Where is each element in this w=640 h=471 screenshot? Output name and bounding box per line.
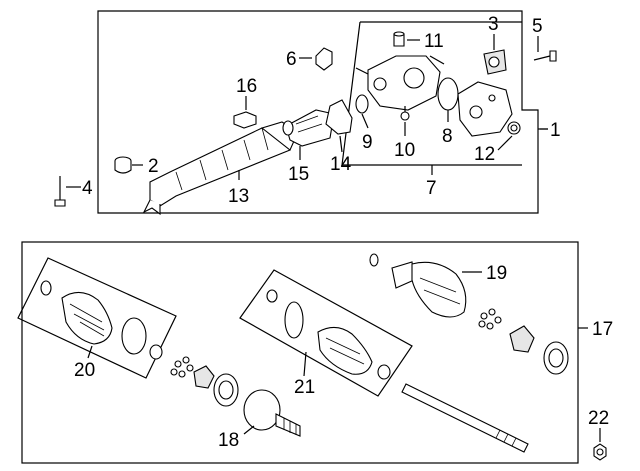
bolt-5-part [533,50,557,62]
outer-race-left-part [213,373,239,407]
assembly-17-frame [21,241,579,464]
callout-21: 21 [294,377,315,398]
plug-11-part [393,31,405,47]
o-ring-9-part [355,94,369,114]
callout-20: 20 [74,360,95,381]
bearing-balls-left [170,356,194,378]
callout-14: 14 [330,154,352,175]
gasket-8-part [437,77,459,111]
callout-7: 7 [426,178,437,199]
top-leader-lines [66,34,548,188]
cv-joint-18-part [243,389,301,437]
assembly-7-frame [341,21,522,166]
callout-2: 2 [148,156,159,177]
callout-13: 13 [228,186,249,207]
callout-16: 16 [236,76,257,97]
cap-part [114,156,132,174]
boot-21-part [266,289,391,380]
callout-8: 8 [442,126,453,147]
callout-22: 22 [588,408,609,429]
callout-15: 15 [288,164,309,185]
callout-18: 18 [218,430,239,451]
callout-17: 17 [592,319,613,340]
boot-20-part [40,280,163,360]
cage-right-part [509,325,535,353]
bolt-10-part [400,106,410,121]
axle-shaft-part [401,383,529,453]
differential-housing-part [355,55,445,111]
housing-15-part [282,109,335,147]
gasket-14-part [325,99,353,135]
callout-10: 10 [394,140,415,161]
bolt-4-part [54,176,66,207]
cv-joint-19-part [369,253,467,318]
nut-22-part [593,443,607,461]
torque-tube-part [142,121,299,216]
mount-3-part [483,49,507,75]
cage-left-part [193,365,215,389]
bottom-leader-lines [87,271,601,442]
callout-19: 19 [486,263,507,284]
callout-11: 11 [424,31,444,52]
callout-6: 6 [286,49,297,70]
callout-9: 9 [362,132,373,153]
callout-1: 1 [550,120,561,141]
bearing-balls-right [478,308,502,330]
outer-race-right-part [543,341,569,375]
kit-21-frame [239,269,413,397]
seal-12-part [507,121,521,135]
callout-5: 5 [532,16,543,37]
callout-12: 12 [474,144,495,165]
differential-cover-part [457,81,513,137]
kit-20-frame [17,257,177,379]
callout-4: 4 [82,178,93,199]
bracket-16-part [233,111,257,129]
callout-3: 3 [488,14,499,35]
assembly-1-frame [97,10,539,214]
clip-6-part [315,47,333,71]
